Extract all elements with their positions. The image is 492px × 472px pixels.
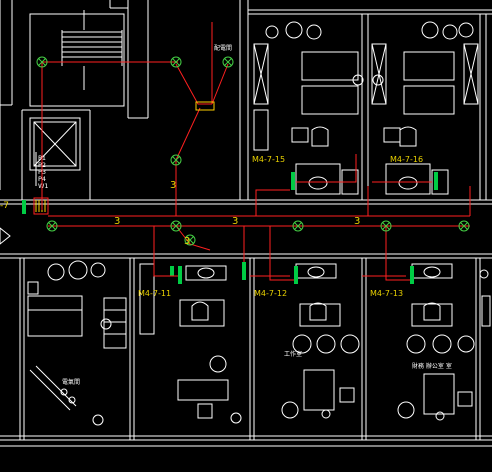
note-room13: 財務 辦公室 室 [412,362,452,370]
circuit-mark: 3 [114,216,120,227]
light-fixture [170,220,182,232]
room-notes: 配電間 電氣間 工作室 財務 辦公室 室 [62,45,452,386]
light-fixture [170,154,182,166]
junction-box [195,101,215,111]
room-labels: M4-7-15 M4-7-16 M4-7-11 M4-7-12 M4-7-13 [138,155,423,298]
panel-line-5: W1 [38,182,49,190]
light-fixture [292,220,304,232]
upper-room-furniture [253,21,479,195]
room-label-m4-7-16: M4-7-16 [390,155,423,164]
lower-room-furniture [27,260,491,426]
circuit-mark: 3 [184,236,190,247]
circuit-mark: 3 [232,216,238,227]
room-label-m4-7-12: M4-7-12 [254,289,287,298]
circuit-mark: 3 [170,180,176,191]
walls [0,0,492,447]
room-label-m4-7-13: M4-7-13 [370,289,403,298]
circuit-wiring [41,22,471,281]
light-fixtures [36,56,470,246]
room-label-m4-7-15: M4-7-15 [252,155,285,164]
light-fixture [170,56,182,68]
light-fixture [222,56,234,68]
light-fixture [184,234,196,246]
circuit-mark: 3 [354,216,360,227]
elevator-shaft [29,117,81,171]
edge-label: -7 [0,201,9,211]
lower-door-markers [170,262,414,284]
corridor-arrow [0,227,11,245]
circuit-numbers: 3 3 3 3 3 [114,180,360,247]
note-room12: 工作室 [284,350,302,358]
room-label-m4-7-11: M4-7-11 [138,289,171,298]
light-fixture [380,220,392,232]
light-fixture [46,220,58,232]
light-fixture [36,56,48,68]
note-left-room: 電氣間 [62,378,80,386]
note-stair-top: 配電間 [214,45,232,52]
light-fixture [458,220,470,232]
upper-door-markers [291,172,438,190]
